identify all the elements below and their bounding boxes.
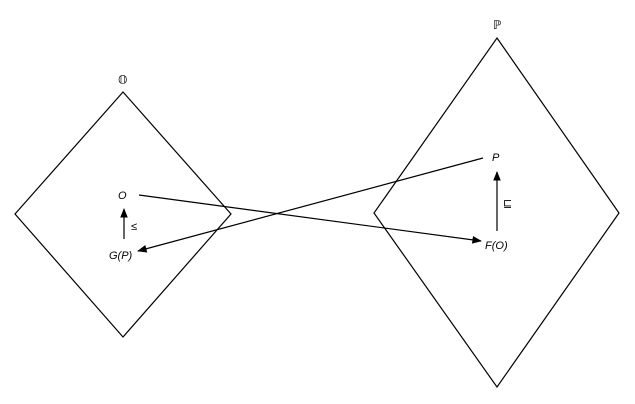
relation-sqsubseteq-label: ⊑ (503, 198, 512, 210)
node-p-label: P (492, 152, 500, 164)
left-set-label: 𝕆 (118, 73, 127, 87)
arrow-o-to-fo (138, 194, 482, 244)
node-o-label: O (118, 190, 127, 202)
right-set-label: ℙ (493, 18, 501, 32)
node-gp-label: G(P) (109, 250, 133, 262)
node-fo-label: F(O) (485, 240, 508, 252)
arrow-p-to-gp (137, 157, 484, 253)
left-set-diamond (14, 91, 232, 338)
relation-leq-label: ≤ (131, 221, 137, 233)
